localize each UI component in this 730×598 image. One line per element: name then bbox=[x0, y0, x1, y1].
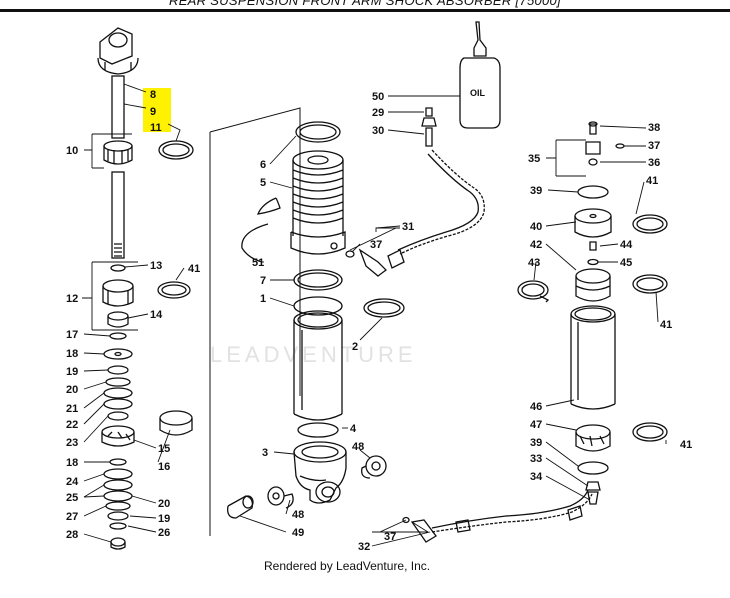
callout-label[interactable]: 35 bbox=[528, 153, 540, 165]
callout-label[interactable]: 41 bbox=[646, 175, 658, 187]
oil-bottle-label: OIL bbox=[470, 88, 486, 98]
callout-label[interactable]: 23 bbox=[66, 437, 78, 449]
callout-label[interactable]: 32 bbox=[358, 541, 370, 553]
callout-label[interactable]: 47 bbox=[530, 419, 542, 431]
title-rule bbox=[0, 9, 730, 12]
callout-label[interactable]: 17 bbox=[66, 329, 78, 341]
callout-labels: 8 9 11 10 13 41 12 14 17 18 19 20 21 22 … bbox=[66, 89, 692, 553]
callout-label[interactable]: 39 bbox=[530, 437, 542, 449]
callout-label[interactable]: 37 bbox=[384, 531, 396, 543]
callout-highlight bbox=[143, 88, 171, 132]
callout-label[interactable]: 21 bbox=[66, 403, 78, 415]
callout-label[interactable]: 18 bbox=[66, 457, 78, 469]
callout-label[interactable]: 42 bbox=[530, 239, 542, 251]
callout-label[interactable]: 11 bbox=[150, 122, 162, 134]
callout-label[interactable]: 29 bbox=[372, 107, 384, 119]
callout-label[interactable]: 7 bbox=[260, 275, 266, 287]
callout-label[interactable]: 13 bbox=[150, 260, 162, 272]
callout-label[interactable]: 3 bbox=[262, 447, 268, 459]
shock-body-assembly bbox=[227, 121, 405, 519]
callout-label[interactable]: 27 bbox=[66, 511, 78, 523]
callout-label[interactable]: 12 bbox=[66, 293, 78, 305]
callout-label[interactable]: 18 bbox=[66, 348, 78, 360]
rendered-by-footer: Rendered by LeadVenture, Inc. bbox=[264, 559, 430, 573]
piston-rod-assembly bbox=[97, 27, 194, 550]
callout-label[interactable]: 38 bbox=[648, 122, 660, 134]
callout-label[interactable]: 41 bbox=[660, 319, 672, 331]
callout-label[interactable]: 26 bbox=[158, 527, 170, 539]
callout-label[interactable]: 1 bbox=[260, 293, 266, 305]
callout-label[interactable]: 40 bbox=[530, 221, 542, 233]
callout-label[interactable]: 31 bbox=[402, 221, 414, 233]
callout-label[interactable]: 34 bbox=[530, 471, 543, 483]
callout-label[interactable]: 51 bbox=[252, 257, 264, 269]
reservoir-assembly bbox=[517, 121, 668, 505]
callout-label[interactable]: 5 bbox=[260, 177, 266, 189]
callout-label[interactable]: 25 bbox=[66, 492, 78, 504]
callout-label[interactable]: 28 bbox=[66, 529, 78, 541]
callout-label[interactable]: 41 bbox=[188, 263, 200, 275]
callout-label[interactable]: 37 bbox=[648, 140, 660, 152]
reservoir-hose-assembly bbox=[345, 21, 593, 543]
callout-label[interactable]: 4 bbox=[350, 423, 357, 435]
callout-label[interactable]: 46 bbox=[530, 401, 542, 413]
watermark: LEADVENTURE bbox=[210, 342, 417, 367]
callout-label[interactable]: 36 bbox=[648, 157, 660, 169]
callout-label[interactable]: 14 bbox=[150, 309, 163, 321]
hose-leaders bbox=[349, 95, 460, 547]
callout-label[interactable]: 19 bbox=[66, 366, 78, 378]
callout-label[interactable]: 49 bbox=[292, 527, 304, 539]
callout-label[interactable]: 20 bbox=[158, 498, 170, 510]
middle-leaders bbox=[239, 135, 383, 533]
callout-label[interactable]: 19 bbox=[158, 513, 170, 525]
callout-label[interactable]: 41 bbox=[680, 439, 692, 451]
callout-label[interactable]: 37 bbox=[370, 239, 382, 251]
callout-label[interactable]: 48 bbox=[292, 509, 304, 521]
callout-label[interactable]: 8 bbox=[150, 89, 156, 101]
callout-label[interactable]: 48 bbox=[352, 441, 364, 453]
left-leaders bbox=[82, 83, 185, 543]
callout-label[interactable]: 22 bbox=[66, 419, 78, 431]
callout-label[interactable]: 50 bbox=[372, 91, 384, 103]
callout-label[interactable]: 33 bbox=[530, 453, 542, 465]
callout-label[interactable]: 6 bbox=[260, 159, 266, 171]
callout-label[interactable]: 30 bbox=[372, 125, 384, 137]
right-leaders bbox=[533, 125, 667, 501]
callout-label[interactable]: 43 bbox=[528, 257, 540, 269]
diagram-title: REAR SUSPENSION FRONT ARM SHOCK ABSORBER… bbox=[169, 0, 561, 8]
callout-label[interactable]: 9 bbox=[150, 106, 156, 118]
callout-label[interactable]: 45 bbox=[620, 257, 632, 269]
callout-label[interactable]: 10 bbox=[66, 145, 78, 157]
callout-label[interactable]: 2 bbox=[352, 341, 358, 353]
callout-label[interactable]: 24 bbox=[66, 476, 79, 488]
callout-label[interactable]: 16 bbox=[158, 461, 170, 473]
callout-label[interactable]: 39 bbox=[530, 185, 542, 197]
exploded-view-bracket bbox=[209, 107, 301, 536]
callout-label[interactable]: 15 bbox=[158, 443, 170, 455]
callout-label[interactable]: 20 bbox=[66, 384, 78, 396]
callout-label[interactable]: 44 bbox=[620, 239, 633, 251]
